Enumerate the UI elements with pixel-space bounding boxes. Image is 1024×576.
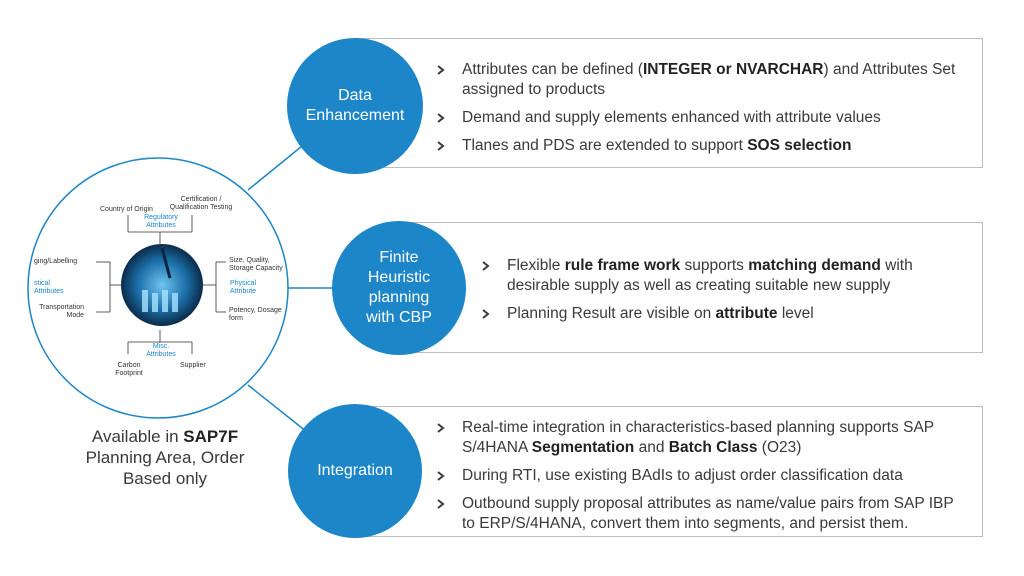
bullet-item: During RTI, use existing BAdIs to adjust… xyxy=(436,466,968,486)
certification-label: Certification / Qualification Testing xyxy=(169,196,233,211)
bullet-item: Outbound supply proposal attributes as n… xyxy=(436,494,968,534)
chevron-right-icon xyxy=(482,261,490,271)
country-of-origin-label: Country of Origin xyxy=(100,206,153,213)
data-enhancement-pill: Data Enhancement xyxy=(287,38,423,174)
bullet-text: level xyxy=(777,305,814,322)
bullet-item: Real-time integration in characteristics… xyxy=(436,418,968,458)
integration-pill: Integration xyxy=(288,404,422,538)
physical-label: Physical Attribute xyxy=(230,280,257,295)
bullet-item: Attributes can be defined (INTEGER or NV… xyxy=(436,60,966,100)
bullet-item: Tlanes and PDS are extended to support S… xyxy=(436,136,966,156)
chevron-right-icon xyxy=(437,499,445,509)
bullet-bold-text: Batch Class xyxy=(668,439,758,456)
potency-label: Potency, Dosage form xyxy=(229,307,282,322)
availability-caption: Available in SAP7F Planning Area, Order … xyxy=(85,427,245,488)
bullet-text: ) and Attributes Set assigned to product… xyxy=(462,61,956,98)
chevron-right-icon xyxy=(437,65,445,75)
bullet-bold-text: attribute xyxy=(715,305,778,322)
chevron-right-icon xyxy=(437,471,445,481)
bullet-bold-text: SOS selection xyxy=(747,137,852,154)
chevron-right-icon xyxy=(437,423,445,433)
bullet-text: Flexible xyxy=(507,257,565,274)
bullet-bold-text: rule frame work xyxy=(564,257,681,274)
misc-label: Misc. Attributes xyxy=(146,343,176,358)
bullet-text: During RTI, use existing BAdIs to adjust… xyxy=(462,467,903,484)
size-quality-label: Size, Quality, Storage Capacity xyxy=(229,257,283,272)
integration-box xyxy=(355,406,983,537)
carbon-label: Carbon Footprint xyxy=(115,362,143,377)
chevron-right-icon xyxy=(482,309,490,319)
logistical-label: stical Attributes xyxy=(34,280,64,295)
transportation-label: Transportation Mode xyxy=(39,304,84,319)
bullet-text: Tlanes and PDS are extended to support xyxy=(462,137,748,154)
data-enhancement-box xyxy=(355,38,983,168)
bullet-bold-text: matching demand xyxy=(748,257,881,274)
integration-list: Real-time integration in characteristics… xyxy=(436,418,968,542)
diagram-arrows xyxy=(96,215,226,354)
finite-heuristic-box xyxy=(398,222,983,353)
bullet-item: Flexible rule frame work supports matchi… xyxy=(481,256,966,296)
supplier-label: Supplier xyxy=(180,362,206,369)
bullet-text: Planning Result are visible on xyxy=(507,305,716,322)
chevron-right-icon xyxy=(437,141,445,151)
bullet-text: and xyxy=(634,439,669,456)
finite-heuristic-list: Flexible rule frame work supports matchi… xyxy=(481,256,966,332)
bullet-bold-text: INTEGER or NVARCHAR xyxy=(642,61,824,78)
bullet-text: Attributes can be defined ( xyxy=(462,61,643,78)
packaging-label: ging/Labelling xyxy=(34,258,78,265)
chevron-right-icon xyxy=(437,113,445,123)
bullet-text: Real-time integration in characteristics… xyxy=(462,419,934,456)
bullet-item: Planning Result are visible on attribute… xyxy=(481,304,966,324)
bullet-item: Demand and supply elements enhanced with… xyxy=(436,108,966,128)
bullet-text: Demand and supply elements enhanced with… xyxy=(462,109,881,126)
data-enhancement-list: Attributes can be defined (INTEGER or NV… xyxy=(436,60,966,164)
bullet-text: with desirable supply as well as creatin… xyxy=(507,257,913,294)
bullet-text: (O23) xyxy=(757,439,802,456)
bullet-bold-text: Segmentation xyxy=(531,439,635,456)
finite-heuristic-pill: Finite Heuristic planning with CBP xyxy=(332,221,466,355)
bullet-text: supports xyxy=(680,257,749,274)
bullet-text: Outbound supply proposal attributes as n… xyxy=(462,495,954,532)
regulatory-label: Regulatory Attributes xyxy=(144,214,178,229)
